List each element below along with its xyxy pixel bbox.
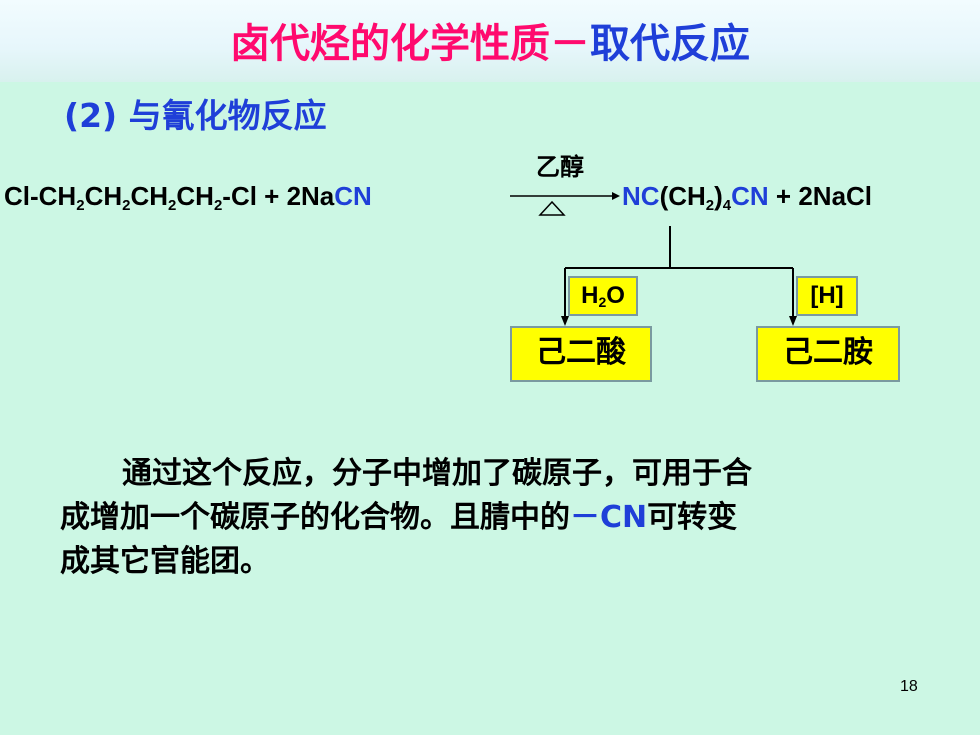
equation-products: NC(CH2)4CN + 2NaCl	[622, 181, 873, 214]
equation-reactants: Cl-CH2CH2CH2CH2-Cl + 2NaCN	[4, 181, 372, 214]
hexanediamine-box: 己二胺	[756, 326, 900, 382]
reaction-condition-solvent: 乙醇	[536, 153, 584, 181]
paragraph-line-3: 成其它官能团。	[60, 544, 270, 579]
adipic-acid-box: 己二酸	[510, 326, 652, 382]
slide-title: 卤代烃的化学性质－取代反应	[0, 20, 980, 68]
paragraph-line-1: 通过这个反应，分子中增加了碳原子，可用于合	[122, 456, 752, 491]
hydrogen-reagent-box: [H]	[796, 276, 858, 316]
title-dash: －	[550, 21, 590, 67]
reactant-cn: CN	[334, 181, 372, 211]
heat-triangle-icon	[538, 200, 566, 216]
title-band	[0, 0, 980, 82]
title-part2: 取代反应	[590, 21, 750, 67]
page-number: 18	[900, 678, 918, 695]
explanation-paragraph: 通过这个反应，分子中增加了碳原子，可用于合 成增加一个碳原子的化合物。且腈中的－…	[60, 452, 940, 584]
water-reagent-box: H2O	[568, 276, 638, 316]
subheading: (2) 与氰化物反应	[64, 96, 327, 135]
paragraph-line-2: 成增加一个碳原子的化合物。且腈中的－CN可转变	[60, 500, 738, 535]
title-part1: 卤代烃的化学性质	[230, 21, 550, 67]
cn-group-text: －CN	[570, 500, 648, 535]
